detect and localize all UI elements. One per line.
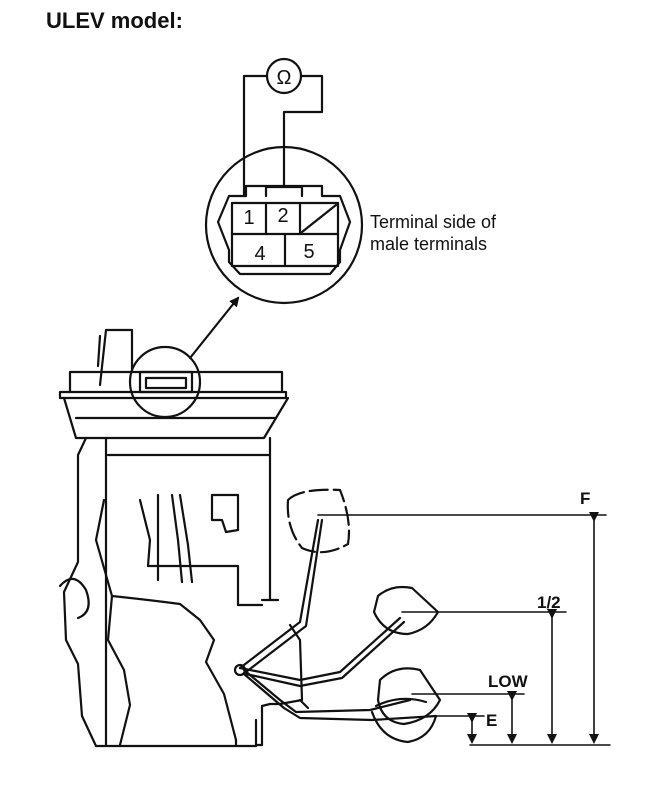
terminal-numbers: 1 2 4 5 (243, 205, 314, 265)
float-arm-full (238, 488, 351, 674)
float-arm-empty (242, 672, 438, 744)
ohm-symbol: Ω (277, 67, 292, 89)
terminal-4: 4 (254, 243, 265, 265)
position-label-half: 1/2 (537, 593, 561, 612)
connector-location-circle (128, 345, 202, 419)
connector-magnified-view (204, 145, 364, 305)
position-label-empty: E (486, 711, 498, 730)
position-label-low: LOW (488, 672, 528, 691)
meter-leads (242, 74, 324, 198)
terminal-2: 2 (277, 205, 288, 227)
sender-flange (58, 328, 290, 440)
magnify-arrow (188, 296, 240, 360)
terminal-5: 5 (303, 241, 314, 263)
connector-caption-line2: male terminals (370, 234, 488, 254)
pump-body (58, 436, 310, 748)
diagram-title: ULEV model: (46, 8, 183, 33)
unused-terminal-slash (300, 203, 338, 234)
dimension-arrows (467, 512, 599, 744)
float-arm-half (238, 585, 440, 688)
terminal-1: 1 (243, 207, 254, 229)
position-label-full: F (580, 489, 591, 508)
connector-caption-line1: Terminal side of (370, 212, 497, 232)
ohmmeter-icon: Ω (265, 57, 303, 95)
float-arm-pivot (233, 663, 247, 677)
